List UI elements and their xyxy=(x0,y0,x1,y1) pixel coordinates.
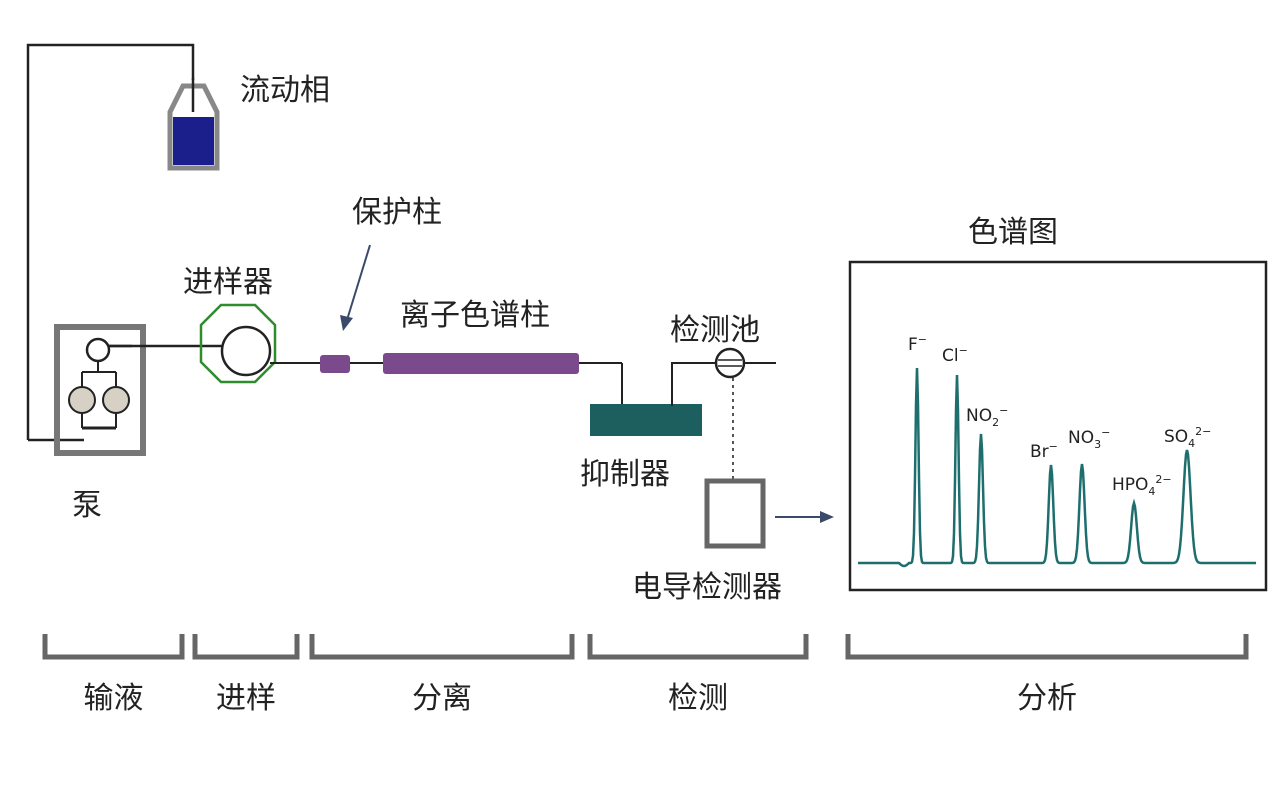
stage-bracket xyxy=(192,634,300,660)
injector xyxy=(199,303,277,384)
ion-label: F− xyxy=(908,333,927,355)
mobile-phase-label: 流动相 xyxy=(240,73,330,108)
ion-column xyxy=(383,353,579,374)
supply-tubing xyxy=(26,43,195,440)
stage-label: 检测 xyxy=(668,681,728,716)
suppressor xyxy=(590,404,702,436)
suppressor-label: 抑制器 xyxy=(580,457,670,492)
guard-column xyxy=(320,355,350,373)
ion-labels: F− Cl− NO2− Br− NO3−HPO42− SO42− xyxy=(908,333,1211,498)
stage-label: 输液 xyxy=(84,681,144,716)
mobile-phase-bottle xyxy=(167,78,220,171)
detector-cell-label: 检测池 xyxy=(670,313,760,348)
stage-brackets: 输液 进样 分离 检测 分析 xyxy=(42,634,1249,716)
ion-label: Br− xyxy=(1030,440,1058,462)
ion-label: NO2− xyxy=(966,404,1008,429)
guard-column-label: 保护柱 xyxy=(352,195,442,230)
output-arrow xyxy=(775,511,834,523)
stage-label: 分离 xyxy=(412,681,472,716)
stage-bracket xyxy=(42,634,185,660)
detector-cell xyxy=(714,347,746,379)
ion-column-label: 离子色谱柱 xyxy=(400,298,550,333)
conductivity-detector xyxy=(704,478,766,549)
pump xyxy=(54,324,146,456)
ion-label: Cl− xyxy=(942,344,968,366)
stage-label: 进样 xyxy=(216,681,276,716)
stage-label: 分析 xyxy=(1017,681,1077,716)
injector-label: 进样器 xyxy=(183,265,273,300)
ion-label: HPO42− xyxy=(1112,473,1172,498)
guard-column-arrow xyxy=(340,244,371,331)
conductivity-detector-label: 电导检测器 xyxy=(632,570,782,605)
ion-label: NO3− xyxy=(1068,426,1110,451)
stage-bracket xyxy=(845,634,1249,660)
chromatogram-trace xyxy=(858,367,1256,568)
to-cell-line xyxy=(671,362,716,406)
chromatogram-title: 色谱图 xyxy=(968,215,1058,250)
stage-bracket xyxy=(587,634,809,660)
pump-label: 泵 xyxy=(72,488,102,523)
ion-label: SO42− xyxy=(1164,425,1211,450)
stage-bracket xyxy=(309,634,575,660)
